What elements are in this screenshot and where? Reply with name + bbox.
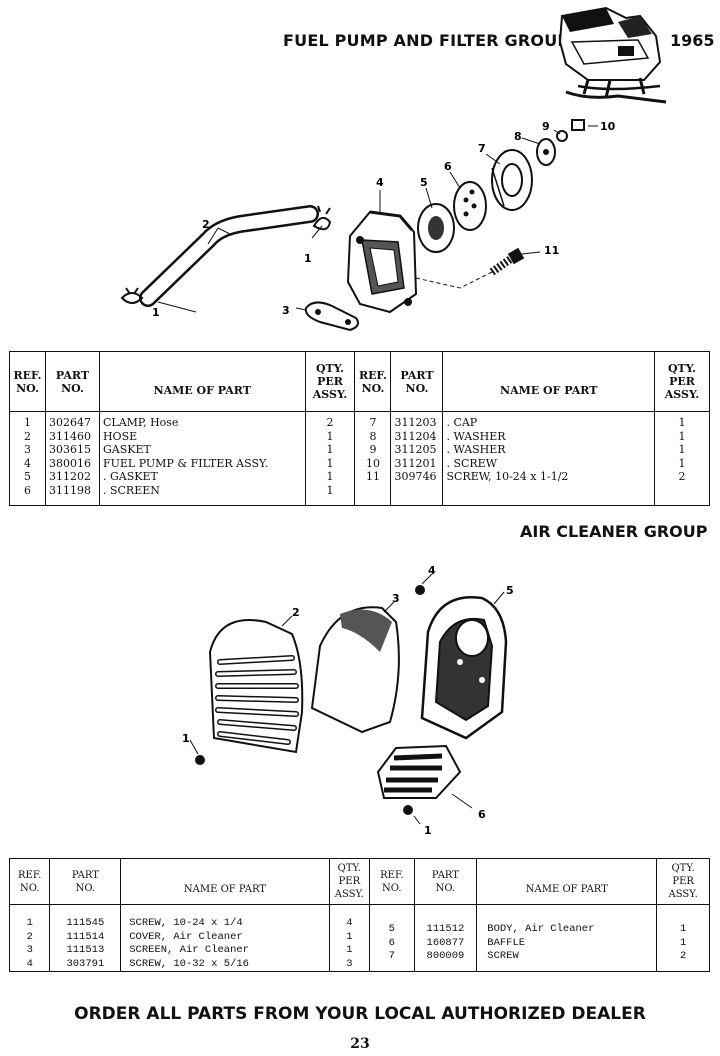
name-header: NAME OF PART xyxy=(98,351,306,412)
callout-label: 3 xyxy=(392,592,400,605)
callout-label: 4 xyxy=(428,564,436,577)
air-cleaner-diagram: 4 2 3 5 1 6 1 xyxy=(182,564,514,837)
callout-label: 2 xyxy=(202,218,210,231)
name-header: NAME OF PART xyxy=(442,351,655,412)
baffle-part xyxy=(376,744,462,799)
callout-label: 4 xyxy=(376,176,384,189)
long-screw-part xyxy=(489,254,515,276)
ref-header: REF.NO. xyxy=(9,351,46,412)
callout-label: 9 xyxy=(542,120,550,133)
callout-label: 2 xyxy=(292,606,300,619)
year-label: 1965 xyxy=(670,31,715,50)
callout-label: 5 xyxy=(506,584,514,597)
callout-label: 1 xyxy=(304,252,312,265)
footer-note: ORDER ALL PARTS FROM YOUR LOCAL AUTHORIZ… xyxy=(74,1004,646,1024)
fuel-group-title: FUEL PUMP AND FILTER GROUP xyxy=(283,31,570,50)
callout-label: 7 xyxy=(478,142,486,155)
callout-label: 1 xyxy=(152,306,160,319)
screw-part xyxy=(415,585,425,595)
air-group-title: AIR CLEANER GROUP xyxy=(520,522,708,541)
callout-label: 10 xyxy=(600,120,616,133)
screen-part xyxy=(453,181,487,231)
ref-header: REF.NO. xyxy=(369,858,415,905)
ref-header: REF.NO. xyxy=(354,351,392,412)
screw-part xyxy=(195,755,205,765)
callout-label: 6 xyxy=(478,808,486,821)
page-number: 23 xyxy=(350,1036,370,1052)
callout-label: 5 xyxy=(420,176,428,189)
clamp-part xyxy=(312,205,332,231)
fuel-pump-diagram: 1 2 1 3 4 5 6 7 8 9 10 11 xyxy=(120,119,616,332)
gasket-part xyxy=(304,301,359,332)
name-header: NAME OF PART xyxy=(476,858,658,905)
fuel-pump-body xyxy=(346,210,418,314)
screw-part xyxy=(403,805,413,815)
callout-label: 3 xyxy=(282,304,290,317)
screw-part xyxy=(571,119,585,131)
callout-label: 1 xyxy=(424,824,432,837)
body-part xyxy=(420,595,508,740)
name-header: NAME OF PART xyxy=(120,858,330,905)
callout-label: 1 xyxy=(182,732,190,745)
callout-label: 8 xyxy=(514,130,522,143)
callout-label: 11 xyxy=(544,244,559,257)
callout-label: 6 xyxy=(444,160,452,173)
cover-part xyxy=(208,619,304,754)
ref-header: REF.NO. xyxy=(8,858,51,905)
snowmobile-logo-icon xyxy=(558,6,667,104)
clamp-part xyxy=(120,287,144,304)
